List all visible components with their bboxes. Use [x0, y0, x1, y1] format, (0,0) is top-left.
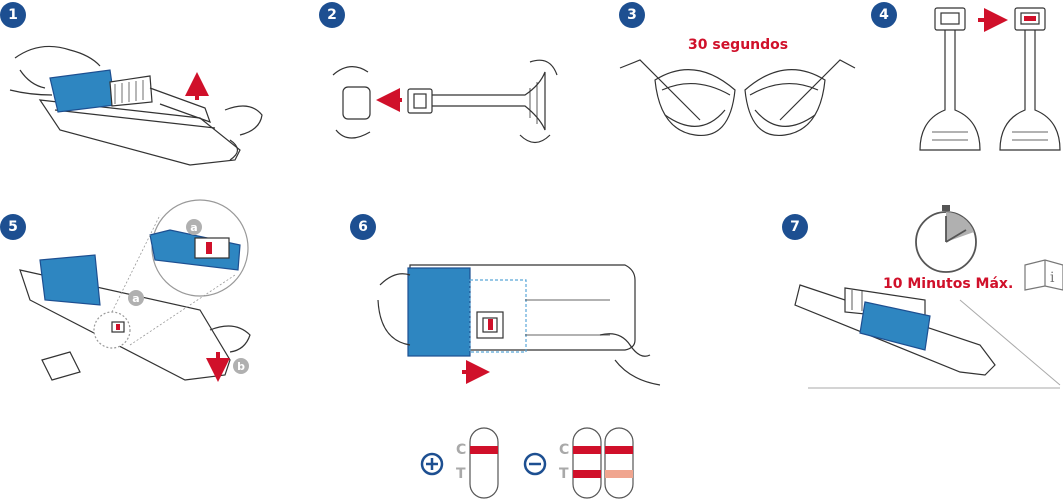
step-7-illustration: i — [794, 205, 1063, 389]
step-7-badge: 7 — [782, 214, 808, 240]
hand-holding-swab — [519, 59, 558, 144]
mouth-left — [654, 69, 736, 137]
svg-text:i: i — [1050, 270, 1055, 286]
positive-test-label: T — [456, 466, 466, 482]
table-surface — [808, 299, 1061, 389]
blue-sleeve — [859, 301, 931, 351]
sample-indicator — [488, 319, 493, 330]
step-1-badge: 1 — [0, 2, 26, 28]
swab-stick — [149, 87, 211, 123]
step-6-illustration — [377, 264, 661, 386]
insert-guide — [469, 279, 527, 353]
step-7-wait-label: 10 Minutos Máx. — [883, 276, 1014, 292]
blue-sleeve — [49, 69, 116, 113]
step-2-badge: 2 — [319, 2, 345, 28]
strip-negative-strong — [572, 427, 602, 499]
step-6-badge: 6 — [350, 214, 376, 240]
loose-cap — [41, 351, 81, 381]
negative-test-label: T — [559, 466, 569, 482]
timer-elapsed-slice — [946, 212, 974, 242]
step-5-origin-label-a: a — [128, 290, 144, 306]
blue-sleeve — [407, 267, 471, 357]
result-legend — [420, 427, 634, 499]
blue-sleeve — [39, 254, 101, 306]
step-1-illustration — [9, 45, 263, 166]
cap-detached — [342, 86, 371, 120]
swab-in-mouth-right — [779, 59, 856, 121]
step-4-badge: 4 — [871, 2, 897, 28]
swab-handle-before — [919, 30, 981, 151]
instructions-book-icon — [1024, 259, 1063, 291]
swab-in-mouth-left — [619, 59, 701, 121]
strip-negative-faint — [604, 427, 634, 499]
strip-faint-test-line — [605, 470, 633, 478]
right-hand — [224, 105, 263, 161]
step-2-illustration — [332, 59, 558, 144]
step-3-illustration — [619, 59, 856, 137]
strip-positive — [469, 427, 499, 499]
step-5-zoom-label-a: a — [186, 219, 202, 235]
tongue-left — [664, 109, 726, 127]
right-hand — [599, 333, 661, 386]
negative-control-label: C — [559, 442, 570, 458]
cap — [109, 75, 153, 107]
left-hand — [9, 45, 101, 96]
left-hand — [377, 273, 411, 346]
cassette-edge — [54, 109, 216, 129]
step-3-badge: 3 — [619, 2, 645, 28]
swab-handle — [432, 71, 546, 131]
strip-negative-control-line — [573, 446, 601, 454]
tongue-right — [754, 109, 816, 127]
step-5-badge: 5 — [0, 214, 26, 240]
positive-control-label: C — [456, 442, 467, 458]
step-5-press-label-b: b — [233, 358, 249, 374]
step-5-illustration — [19, 199, 251, 382]
strip-negative-test-line — [573, 470, 601, 478]
hand-holding-cap — [332, 66, 371, 139]
step-4-illustration — [919, 7, 1061, 151]
strip-positive-control-line — [470, 446, 498, 454]
right-hand — [209, 325, 251, 353]
mouth-right — [744, 69, 826, 137]
swab-handle-after — [999, 30, 1061, 151]
step-3-duration-label: 30 segundos — [688, 37, 789, 53]
saturation-indicator — [1024, 16, 1036, 21]
strip-faint-control-line — [605, 446, 633, 454]
